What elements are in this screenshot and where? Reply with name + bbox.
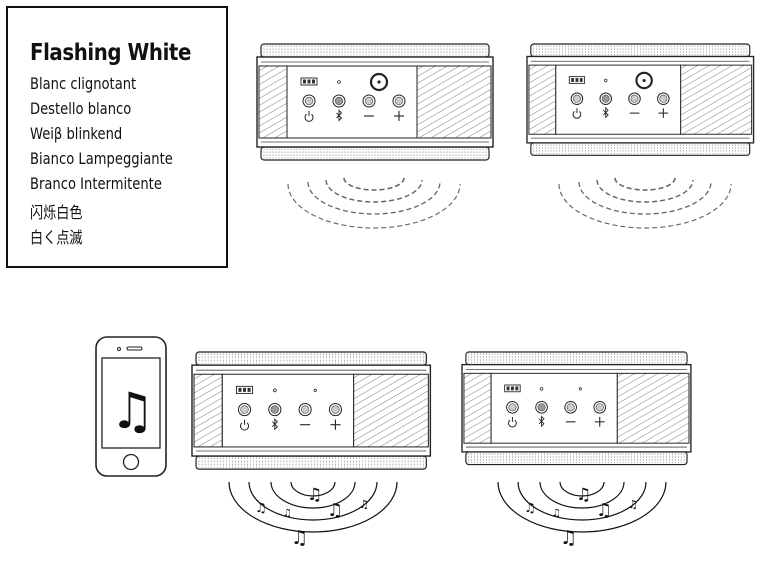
- bluetooth-button: [268, 403, 282, 417]
- right-grille: [680, 64, 753, 135]
- volume-up-button: [328, 403, 342, 417]
- plus-icon: [330, 419, 341, 430]
- sound-wave-icon-bottom-left: [228, 481, 398, 533]
- bluetooth-icon: [271, 418, 278, 431]
- volume-up-button: [593, 400, 607, 414]
- music-note-icon: ♫: [255, 501, 267, 516]
- volume-down-button: [628, 92, 641, 105]
- power-button: [506, 400, 519, 414]
- volume-down-button: [362, 94, 376, 108]
- speaker-top-right: [526, 43, 755, 156]
- sound-wave-icon-top-right: [558, 177, 732, 229]
- music-note-icon: ♫: [283, 508, 292, 519]
- bluetooth-icon: [336, 109, 343, 122]
- music-note-icon: ♫: [628, 498, 638, 511]
- legend-box: [6, 6, 228, 268]
- power-icon: [304, 111, 314, 122]
- status-led: [337, 80, 341, 84]
- bluetooth-button: [599, 92, 612, 105]
- volume-up-button: [392, 94, 406, 108]
- legend-line-zh: 闪烁白色: [30, 203, 83, 222]
- music-note-icon: ♫: [552, 508, 561, 519]
- power-icon: [508, 416, 517, 428]
- flashing-ring: [635, 71, 653, 90]
- music-note-icon: ♫: [291, 527, 308, 549]
- left-grille: [463, 372, 492, 444]
- sound-wave-icon-bottom-right: [497, 481, 667, 533]
- plus-icon: [394, 111, 404, 121]
- battery-icon: [235, 385, 254, 394]
- sound-wave-icon-top-left: [287, 177, 461, 229]
- status-led: [539, 387, 544, 391]
- volume-up-button: [657, 92, 670, 105]
- bluetooth-icon: [603, 106, 609, 119]
- right-grille: [416, 65, 492, 139]
- legend-line-de: Weiβ blinkend: [30, 124, 123, 143]
- battery-icon: [568, 76, 586, 84]
- volume-down-button: [298, 403, 312, 417]
- flashing-ring: [369, 72, 389, 92]
- power-button: [570, 92, 584, 105]
- speaker-bottom-left: [191, 351, 432, 470]
- legend-line-it: Bianco Lampeggiante: [30, 149, 173, 168]
- battery-icon: [504, 384, 521, 393]
- power-button: [302, 94, 316, 108]
- left-grille: [528, 64, 557, 135]
- smartphone-icon: ♫: [95, 336, 167, 477]
- speaker-top-left: [256, 43, 494, 161]
- legend-line-ja: 白く点滅: [30, 228, 83, 247]
- legend-line-fr: Blanc clignotant: [30, 74, 137, 93]
- speaker-bottom-right: [461, 351, 692, 466]
- music-note-icon: ♫: [524, 501, 536, 516]
- power-button: [237, 403, 252, 417]
- music-note-icon: ♫: [307, 485, 322, 505]
- bluetooth-button: [332, 94, 346, 108]
- right-grille: [353, 373, 429, 448]
- music-note-icon: ♫: [576, 485, 591, 505]
- status-led-right: [578, 387, 582, 391]
- left-grille: [258, 65, 288, 139]
- left-grille: [193, 373, 223, 448]
- bluetooth-button: [535, 400, 548, 414]
- music-note-icon: ♫: [560, 527, 577, 549]
- plus-icon: [658, 108, 669, 118]
- volume-down-button: [564, 400, 577, 414]
- status-led: [603, 78, 608, 83]
- battery-icon: [300, 77, 318, 86]
- music-note-icon: ♫: [110, 382, 155, 440]
- legend-title: Flashing White: [30, 40, 191, 66]
- status-led-right: [313, 388, 317, 392]
- plus-icon: [594, 416, 605, 427]
- status-led: [273, 388, 277, 393]
- right-grille: [616, 372, 690, 444]
- power-icon: [239, 419, 250, 431]
- legend-line-pt: Branco Intermitente: [30, 174, 162, 193]
- power-icon: [572, 108, 582, 119]
- music-note-icon: ♫: [596, 500, 612, 521]
- bluetooth-icon: [538, 415, 545, 428]
- music-note-icon: ♫: [359, 498, 369, 511]
- legend-line-es: Destello blanco: [30, 99, 132, 118]
- music-note-icon: ♫: [327, 500, 343, 521]
